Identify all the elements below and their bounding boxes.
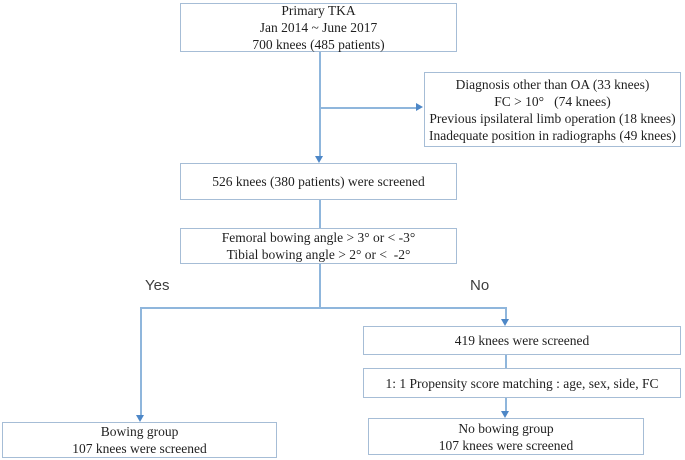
box-line: Jan 2014 ~ June 2017 <box>259 20 378 35</box>
branch-label-yes: Yes <box>145 277 170 294</box>
box-no-bowing-group: No bowing group 107 knees were screened <box>368 418 644 455</box>
box-line: Inadequate position in radiographs (49 k… <box>428 127 677 143</box>
arrow-right-icon <box>416 103 423 111</box>
box-line: No bowing group <box>458 420 554 436</box>
arrow-down-icon <box>315 156 323 163</box>
box-line: Primary TKA <box>281 3 356 18</box>
connector-criteria-to-branch <box>319 264 321 308</box>
connector-419-to-propensity <box>505 355 507 368</box>
box-line: Previous ipsilateral limb operation (18 … <box>429 110 676 126</box>
connector-branch-left <box>140 307 142 415</box>
box-propensity-matching: 1: 1 Propensity score matching : age, se… <box>363 368 681 398</box>
box-line: 107 knees were screened <box>72 441 207 456</box>
box-line: 526 knees (380 patients) were screened <box>212 174 425 189</box>
box-line: 1: 1 Propensity score matching : age, se… <box>385 375 659 391</box>
box-line: Tibial bowing angle > 2° or < -2° <box>226 247 411 262</box>
box-bowing-angle-criteria: Femoral bowing angle > 3° or < -3° Tibia… <box>180 228 457 264</box>
connector-branch-horizontal <box>140 307 506 309</box>
box-line: Diagnosis other than OA (33 knees) <box>455 76 650 92</box>
arrow-down-icon <box>501 411 509 418</box>
connector-propensity-to-no-bowing <box>505 398 507 411</box>
box-exclusion-criteria: Diagnosis other than OA (33 knees) FC > … <box>424 72 681 147</box>
box-line: 107 knees were screened <box>438 437 574 453</box>
arrow-down-icon <box>136 415 144 422</box>
connector-screened-to-criteria <box>319 200 321 228</box>
box-knees-screened: 526 knees (380 patients) were screened <box>180 163 457 200</box>
box-primary-tka: Primary TKA Jan 2014 ~ June 2017 700 kne… <box>180 3 457 52</box>
connector-to-exclusion <box>320 107 416 109</box>
connector-primary-to-screened <box>319 52 321 157</box>
connector-branch-right <box>505 307 507 319</box>
box-line: FC > 10° (74 knees) <box>494 93 611 109</box>
box-419-knees-screened: 419 knees were screened <box>363 326 681 355</box>
branch-label-no: No <box>470 277 490 294</box>
box-line: Femoral bowing angle > 3° or < -3° <box>221 230 416 245</box>
box-line: Bowing group <box>100 424 179 439</box>
box-line: 419 knees were screened <box>454 333 590 348</box>
box-line: 700 knees (485 patients) <box>252 37 385 52</box>
arrow-down-icon <box>501 319 509 326</box>
box-bowing-group: Bowing group 107 knees were screened <box>2 422 277 458</box>
